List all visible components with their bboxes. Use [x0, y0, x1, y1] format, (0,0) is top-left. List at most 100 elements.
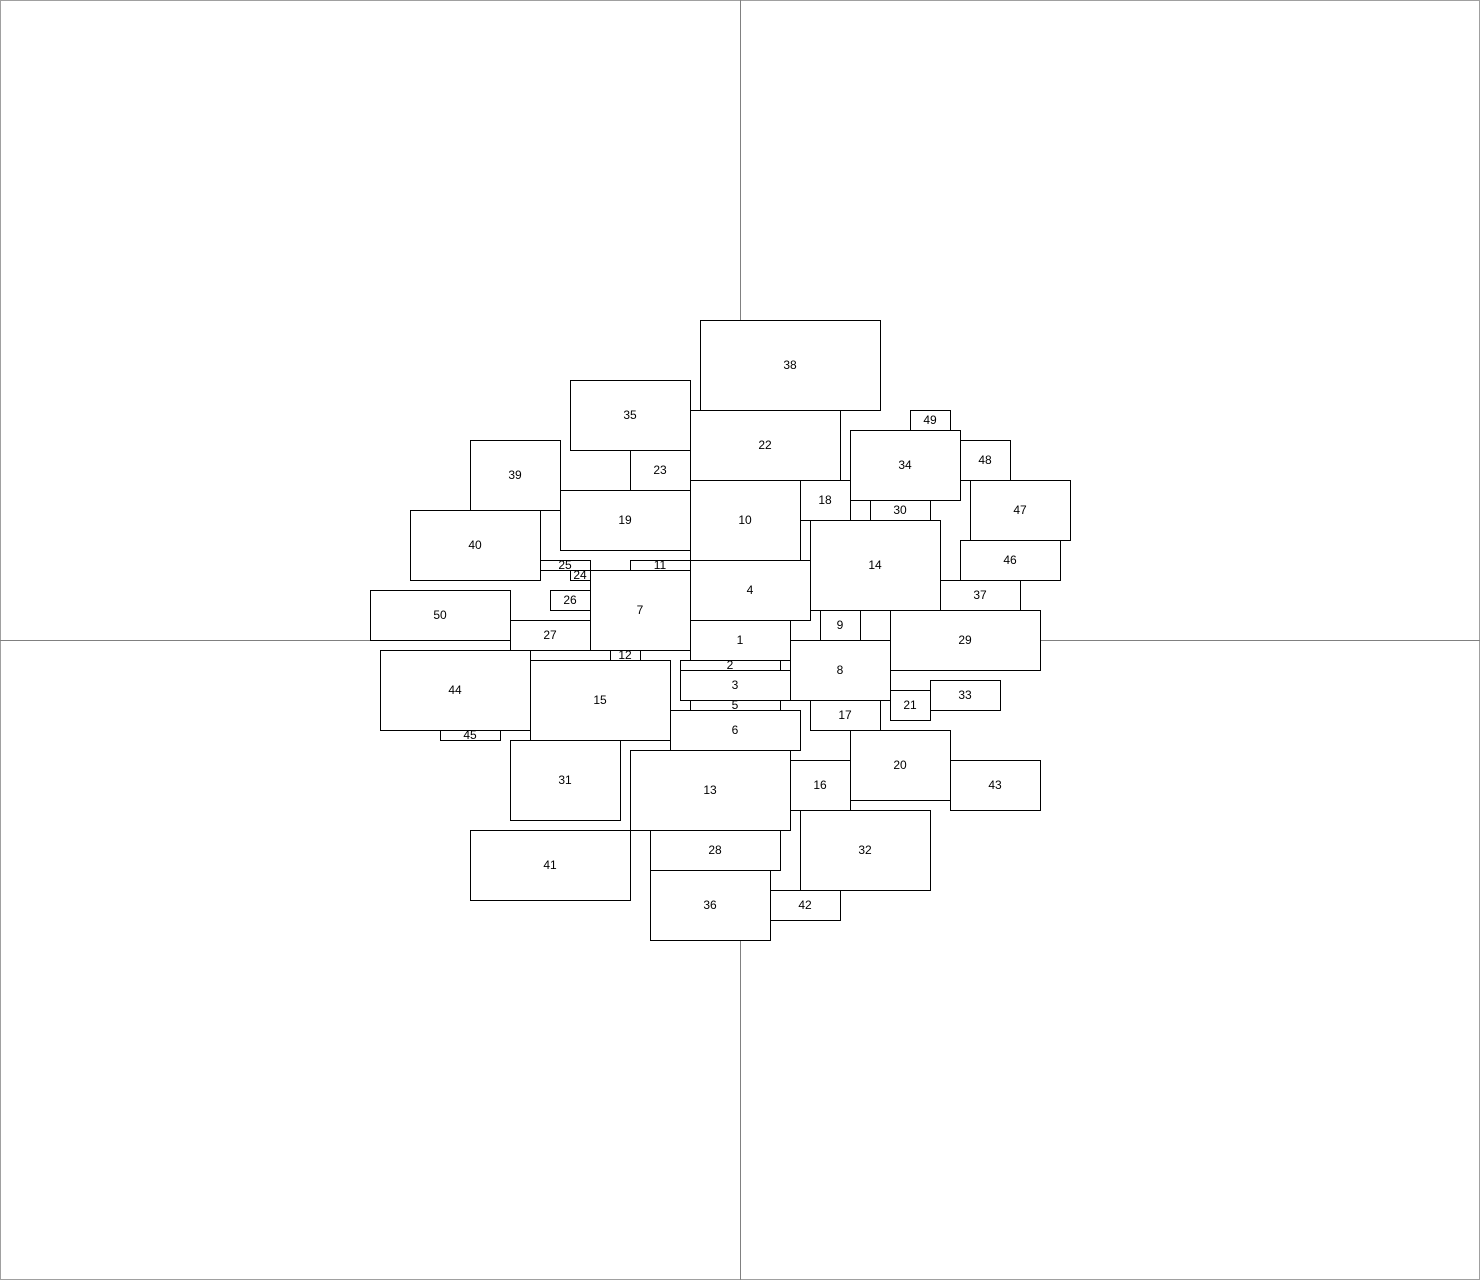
box-22-label: 22	[758, 438, 772, 452]
box-49-label: 49	[923, 413, 937, 427]
box-25-label: 25	[558, 558, 572, 572]
box-34-label: 34	[898, 458, 912, 472]
box-50-rect	[370, 590, 511, 641]
box-37-label: 37	[973, 588, 987, 602]
box-24-label: 24	[573, 568, 587, 582]
box-30-label: 30	[893, 503, 907, 517]
box-15-label: 15	[593, 693, 607, 707]
box-22: 22	[690, 410, 841, 481]
box-44-label: 44	[448, 683, 462, 697]
box-45: 45	[440, 728, 501, 742]
box-27-rect	[510, 620, 591, 651]
box-33: 33	[930, 680, 1001, 711]
box-32-rect	[800, 810, 931, 891]
box-40-label: 40	[468, 538, 482, 552]
box-27: 27	[510, 620, 591, 651]
box-14-rect	[810, 520, 941, 611]
box-31-rect	[510, 740, 621, 821]
box-12: 12	[610, 648, 641, 662]
box-38-label: 38	[783, 358, 797, 372]
box-29: 29	[890, 610, 1041, 671]
box-1-rect	[690, 620, 791, 661]
box-45-rect	[440, 730, 501, 741]
box-28-rect	[650, 830, 781, 871]
box-35-label: 35	[623, 408, 637, 422]
box-17-rect	[810, 700, 881, 731]
box-18-label: 18	[818, 493, 832, 507]
box-46: 46	[960, 540, 1061, 581]
box-5: 5	[690, 698, 781, 712]
box-9: 9	[820, 610, 861, 641]
box-30: 30	[870, 500, 931, 521]
box-36-rect	[650, 870, 771, 941]
box-42: 42	[770, 890, 841, 921]
box-42-label: 42	[798, 898, 812, 912]
box-21-label: 21	[903, 698, 917, 712]
box-13-rect	[630, 750, 791, 831]
box-9-label: 9	[837, 618, 844, 632]
box-21: 21	[890, 690, 931, 721]
box-15-rect	[530, 660, 671, 741]
box-46-rect	[960, 540, 1061, 581]
box-40-rect	[410, 510, 541, 581]
box-19: 19	[560, 490, 691, 551]
box-39-label: 39	[508, 468, 522, 482]
box-6: 6	[670, 710, 801, 751]
box-41-rect	[470, 830, 631, 901]
box-34: 34	[850, 430, 961, 501]
box-47: 47	[970, 480, 1071, 541]
box-13-label: 13	[703, 783, 717, 797]
box-50: 50	[370, 590, 511, 641]
box-5-label: 5	[732, 698, 739, 712]
box-41: 41	[470, 830, 631, 901]
box-20: 20	[850, 730, 951, 801]
box-16: 16	[790, 760, 851, 811]
box-43-rect	[950, 760, 1041, 811]
box-16-rect	[790, 760, 851, 811]
box-41-label: 41	[543, 858, 557, 872]
box-3-label: 3	[732, 678, 739, 692]
box-8-label: 8	[837, 663, 844, 677]
box-23-label: 23	[653, 463, 667, 477]
box-33-rect	[930, 680, 1001, 711]
box-38-rect	[700, 320, 881, 411]
box-13: 13	[630, 750, 791, 831]
box-8-rect	[790, 640, 891, 701]
box-35-rect	[570, 380, 691, 451]
box-14-label: 14	[868, 558, 882, 572]
box-31-label: 31	[558, 773, 572, 787]
box-46-label: 46	[1003, 553, 1017, 567]
box-43: 43	[950, 760, 1041, 811]
box-10-label: 10	[738, 513, 752, 527]
box-21-rect	[890, 690, 931, 721]
box-29-label: 29	[958, 633, 972, 647]
box-45-label: 45	[463, 728, 477, 742]
box-2: 2	[680, 658, 781, 672]
box-20-rect	[850, 730, 951, 801]
box-20-label: 20	[893, 758, 907, 772]
box-49: 49	[910, 410, 951, 431]
box-27-label: 27	[543, 628, 557, 642]
box-28: 28	[650, 830, 781, 871]
box-40: 40	[410, 510, 541, 581]
box-44-rect	[380, 650, 531, 731]
box-48-rect	[960, 440, 1011, 481]
box-12-label: 12	[618, 648, 632, 662]
box-15: 15	[530, 660, 671, 741]
box-10-rect	[690, 480, 801, 561]
box-26-label: 26	[563, 593, 577, 607]
box-26: 26	[550, 590, 591, 611]
box-34-rect	[850, 430, 961, 501]
box-3: 3	[680, 670, 791, 701]
box-19-rect	[560, 490, 691, 551]
box-17: 17	[810, 700, 881, 731]
box-36-label: 36	[703, 898, 717, 912]
box-29-rect	[890, 610, 1041, 671]
boxes-layer: 1234567891011121314151617181920212223242…	[370, 320, 1071, 941]
box-14: 14	[810, 520, 941, 611]
box-4-label: 4	[747, 583, 754, 597]
box-31: 31	[510, 740, 621, 821]
box-11-rect	[630, 560, 691, 571]
box-25: 25	[540, 558, 591, 572]
